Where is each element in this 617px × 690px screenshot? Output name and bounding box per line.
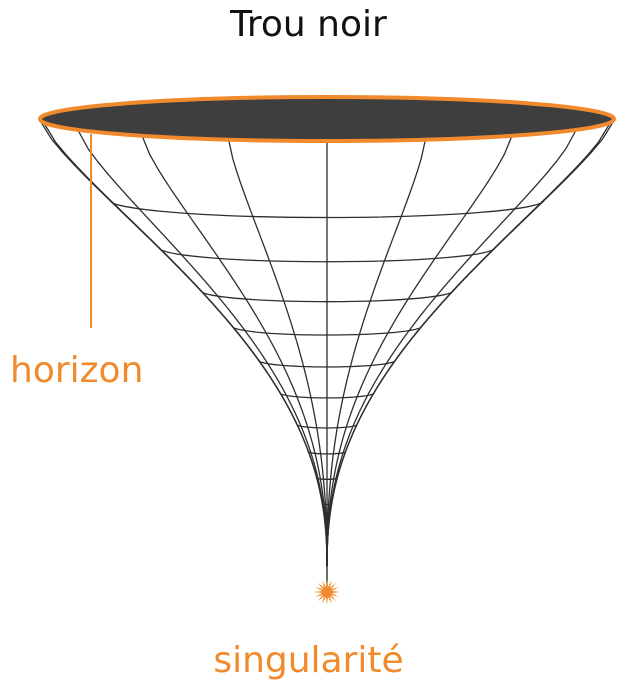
diagram-title: Trou noir	[230, 4, 387, 45]
grid-meridian	[39, 120, 328, 567]
grid-meridian	[326, 136, 513, 567]
grid-meridian	[326, 130, 577, 567]
singularity-starburst-icon	[314, 579, 340, 605]
grid-meridian	[228, 140, 328, 567]
spacetime-grid	[39, 120, 615, 586]
grid-meridian	[326, 120, 615, 567]
horizon-label: horizon	[10, 350, 144, 391]
grid-meridian	[326, 140, 426, 567]
grid-meridian	[77, 130, 328, 567]
grid-meridian	[43, 123, 328, 567]
singularity-label: singularité	[213, 640, 404, 681]
grid-meridian	[326, 123, 611, 567]
singularity-core	[322, 587, 332, 597]
event-horizon-disk	[38, 95, 616, 143]
grid-meridian	[141, 136, 328, 567]
